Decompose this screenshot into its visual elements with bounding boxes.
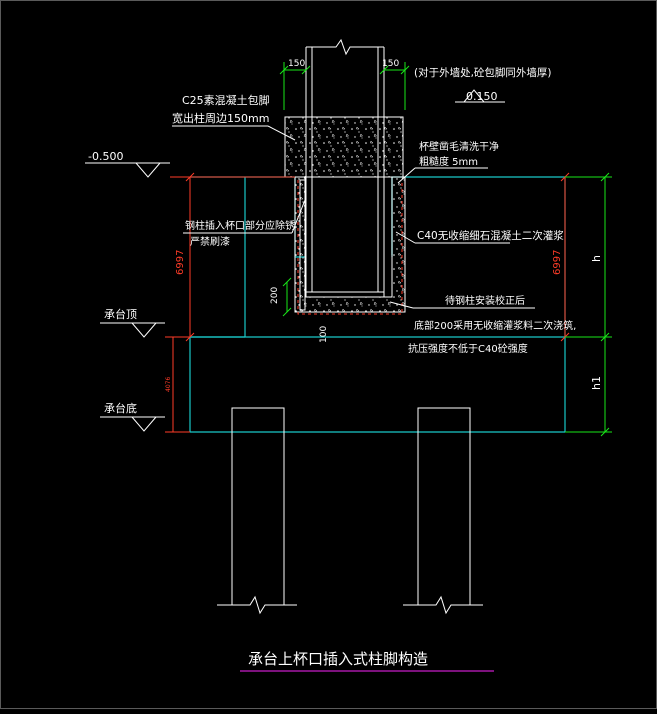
- steel-column-line2: 严禁刷漆: [190, 235, 230, 248]
- elevation-markers: [85, 89, 505, 432]
- dimension-left-6997: [172, 172, 195, 432]
- c25-label-line1: C25素混凝土包脚: [182, 93, 270, 107]
- cup-wall-line1: 杯壁凿毛清洗干净: [419, 140, 499, 153]
- elevation-top-label: 0.150: [466, 90, 498, 103]
- pile-left: [217, 407, 297, 615]
- dim-150-left: 150: [288, 59, 305, 69]
- dim-6997-right: 6997: [552, 250, 563, 275]
- elevation-negative-label: -0.500: [88, 150, 123, 163]
- dim-200: 200: [270, 287, 280, 304]
- steel-column: [305, 38, 385, 298]
- cup-socket: [284, 116, 406, 313]
- dim-h1: h1: [590, 376, 603, 390]
- extension-lines: [165, 176, 295, 433]
- dim-small: 4076: [165, 377, 172, 392]
- steel-column-line1: 钢柱插入杯口部分应除锈: [185, 219, 295, 232]
- base-note-line2: 底部200采用无收缩灌浆料二次浇筑,: [414, 319, 576, 332]
- dim-150-right: 150: [382, 59, 399, 69]
- cap-top-label: 承台顶: [104, 307, 137, 321]
- leader-lines: [172, 125, 535, 309]
- pile-right: [403, 407, 483, 615]
- base-note-line1: 待钢柱安装校正后: [445, 294, 525, 307]
- cup-wall-line2: 粗糙度 5mm: [419, 155, 478, 168]
- cap-bottom-label: 承台底: [104, 401, 137, 415]
- base-note-line3: 抗压强度不低于C40砼强度: [408, 342, 528, 355]
- dim-h: h: [590, 255, 603, 262]
- c25-label-line2: 宽出柱周边150mm: [172, 111, 269, 125]
- outer-wall-note: (对于外墙处,砼包脚同外墙厚): [414, 66, 552, 79]
- dim-6997-left: 6997: [175, 250, 186, 275]
- dimension-green: [279, 62, 612, 437]
- cup-red-dashed-edge: [297, 180, 403, 315]
- drawing-title: 承台上杯口插入式柱脚构造: [248, 650, 428, 668]
- dim-100: 100: [319, 326, 329, 343]
- c40-grout-label: C40无收缩细石混凝土二次灌浆: [417, 229, 564, 242]
